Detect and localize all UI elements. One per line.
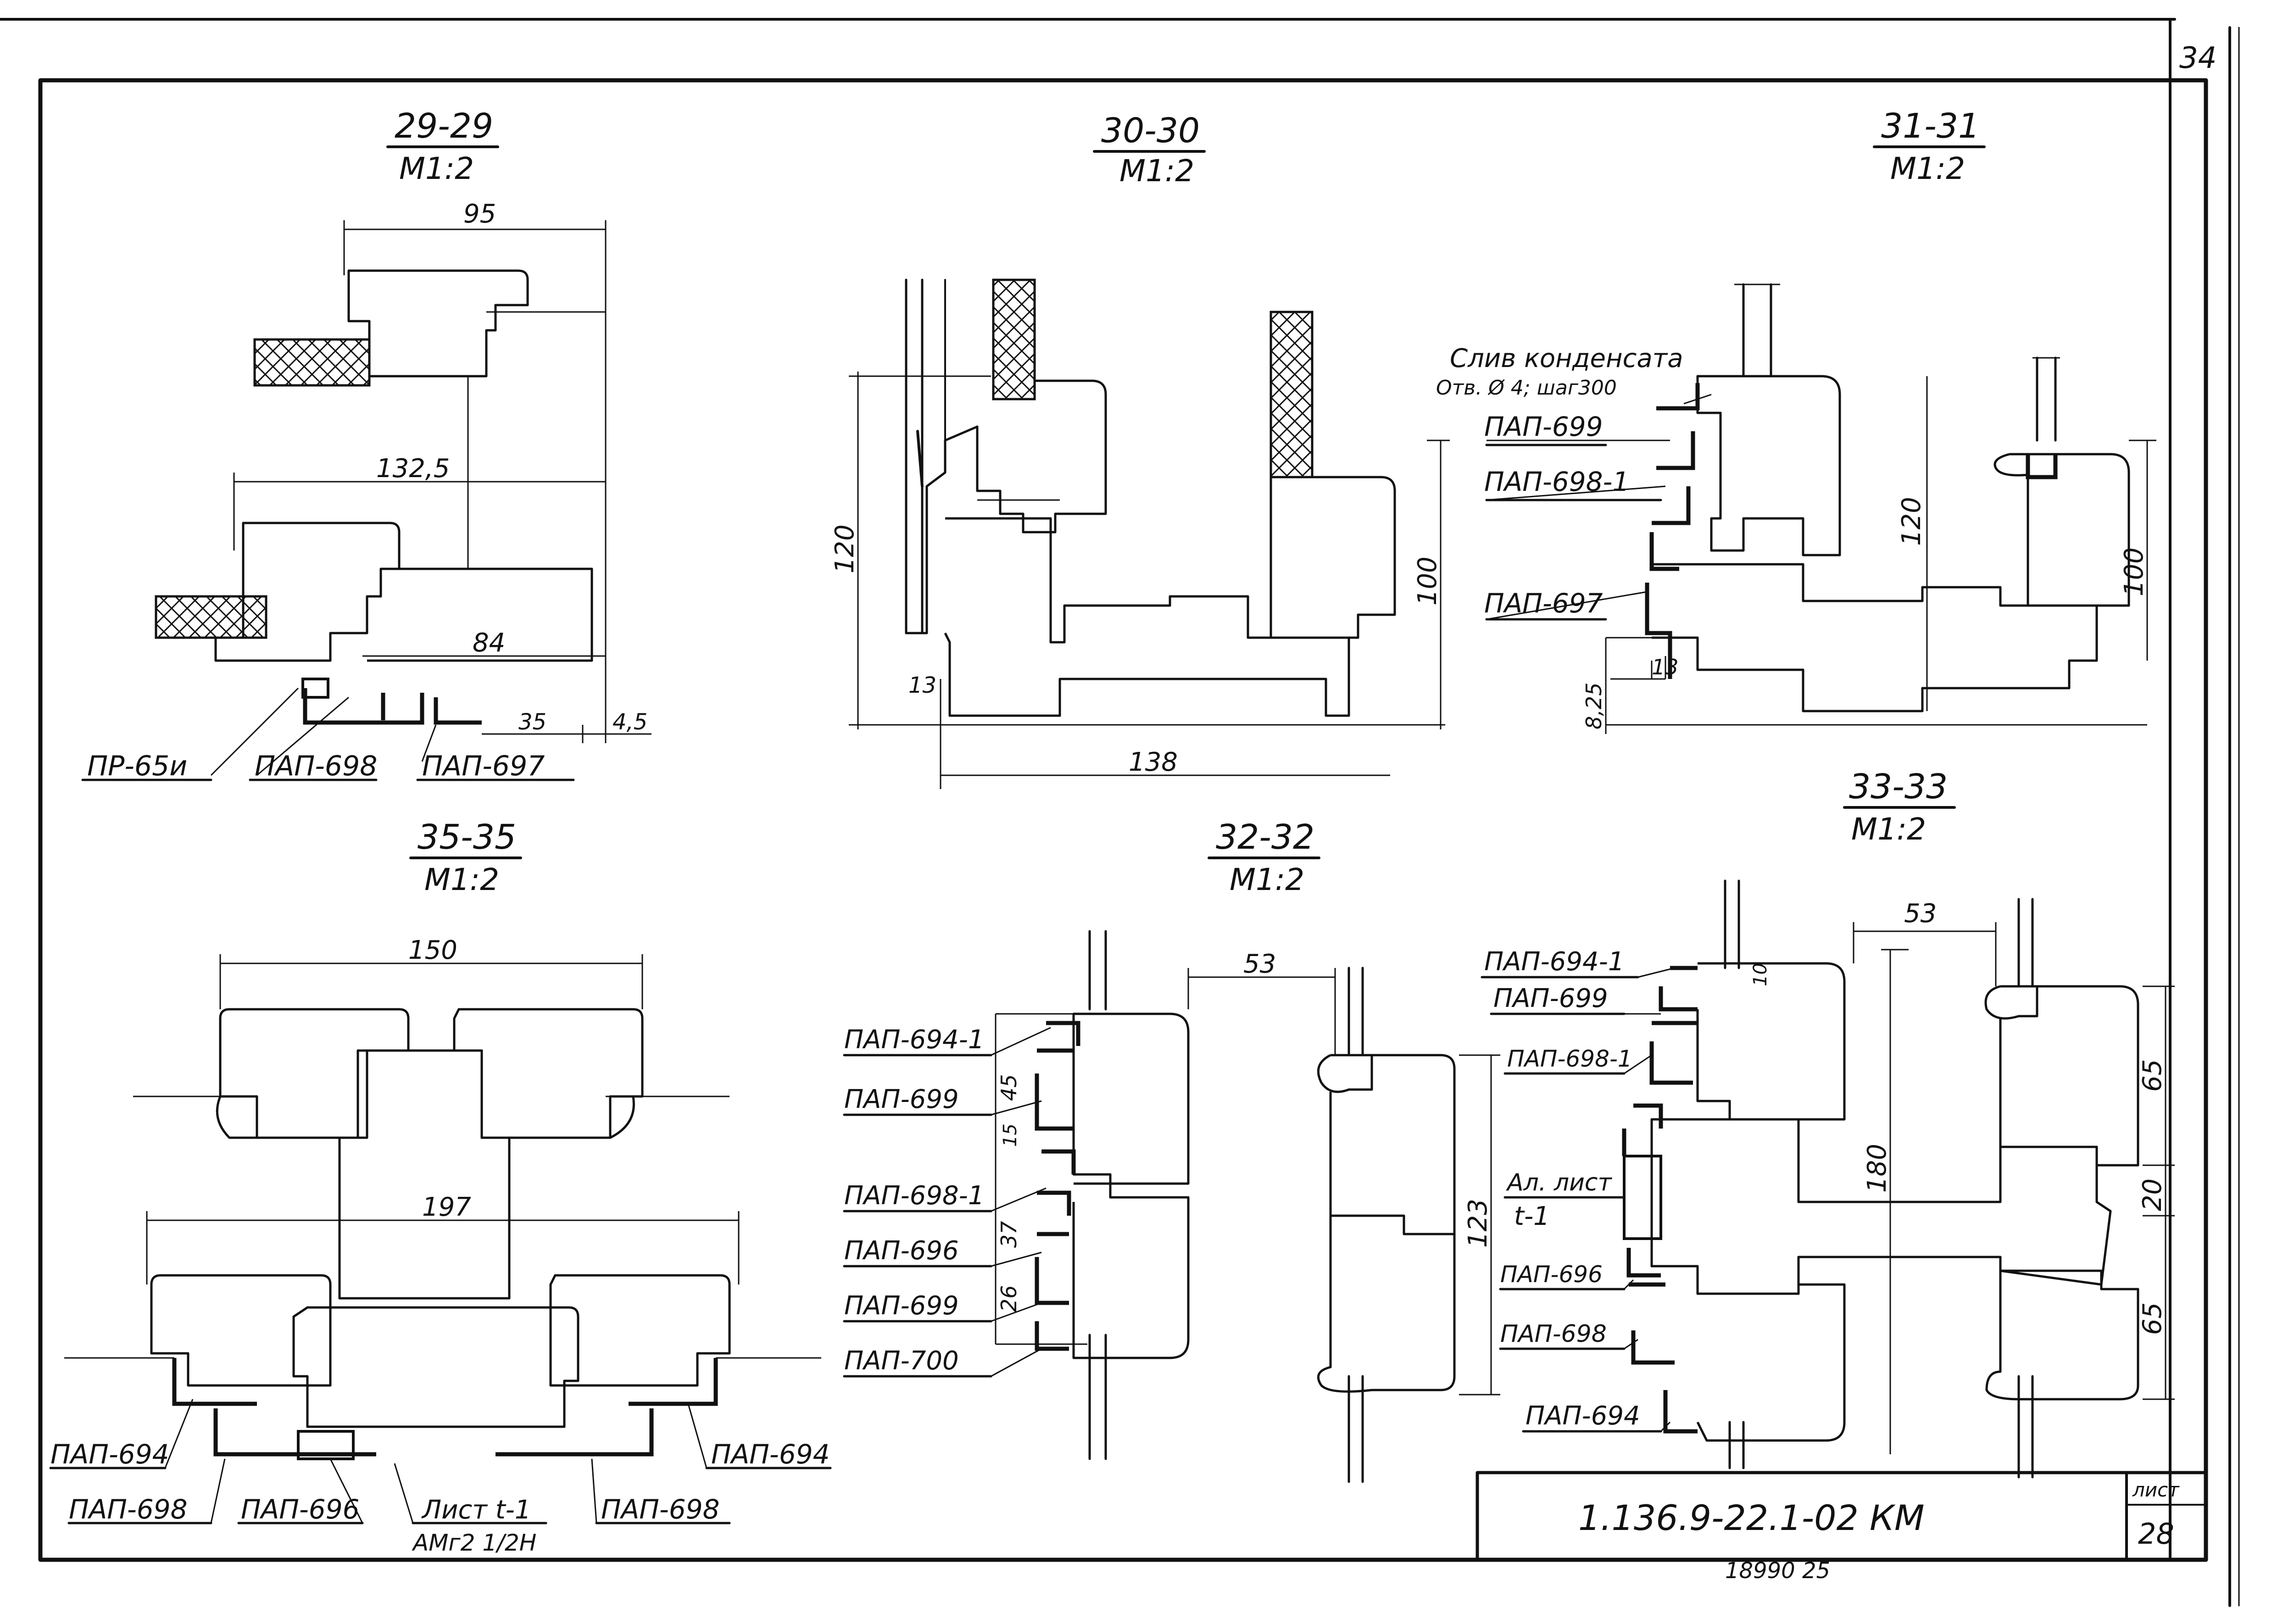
section-29-title: 29-29 [395,106,493,146]
label-pap-697: ПАП-697 [422,750,545,782]
drain-hole-label: Отв. Ø 4; шаг300 [1436,376,1617,400]
label-pap-698: ПАП-698 [255,750,377,782]
dim-26: 26 [997,1285,1021,1312]
section-33-title: 33-33 [1849,767,1948,806]
label-pap-699-s33: ПАП-699 [1493,984,1608,1013]
label-pr-65u: ПР-65и [87,750,187,782]
list-label: лист [2132,1479,2180,1501]
label-pap-694-1-s33: ПАП-694-1 [1484,947,1624,977]
dim-8-25: 8,25 [1581,683,1606,729]
dim-95: 95 [463,199,496,229]
label-pap-694-left: ПАП-694 [50,1439,169,1470]
label-pap-698-s33: ПАП-698 [1500,1320,1607,1348]
label-pap-696-s32: ПАП-696 [844,1236,959,1266]
dim-100-s31: 100 [2119,547,2149,596]
section-30-drawing [849,278,1450,789]
section-35-labels: 150 197 ПАП-694 ПАП-694 ПАП-698 ПАП-696 … [50,935,830,1556]
label-pap-694-s33: ПАП-694 [1526,1401,1640,1431]
dim-120-s31: 120 [1897,497,1927,546]
dim-100-s30: 100 [1413,556,1442,606]
dim-37: 37 [997,1221,1021,1248]
drain-label: Слив конденсата [1450,344,1683,373]
section-33-labels: 53 10 180 65 20 65 ПАП-694-1 ПАП-699 ПАП… [1484,899,2167,1431]
dim-4-5: 4,5 [612,709,647,735]
label-pap-694-right: ПАП-694 [711,1439,830,1470]
label-pap-700: ПАП-700 [844,1346,959,1376]
section-33-drawing [1481,879,2175,1479]
section-35-scale: M1:2 [424,862,499,897]
sheet-number-top: 34 [2179,41,2216,75]
dim-180: 180 [1862,1144,1892,1193]
label-sheet-t1: Лист t-1 [421,1495,531,1525]
label-pap-699-s31: ПАП-699 [1484,411,1603,442]
drawing-code: 1.136.9-22.1-02 КМ [1578,1497,1925,1538]
label-pap-698-1-s31: ПАП-698-1 [1484,466,1629,497]
dim-45: 45 [997,1074,1021,1101]
dim-150: 150 [408,935,457,965]
section-30-scale: M1:2 [1119,153,1194,189]
dim-123: 123 [1463,1199,1493,1248]
section-31-drawing [1485,283,2156,734]
dim-84: 84 [473,628,505,658]
dim-138: 138 [1129,747,1178,777]
label-pap-696-s33: ПАП-696 [1500,1261,1603,1288]
label-amg: АМг2 1/2Н [412,1529,536,1556]
label-pap-697-s31: ПАП-697 [1484,588,1603,619]
dim-53-s33: 53 [1904,899,1937,929]
dim-20: 20 [2138,1179,2167,1211]
section-35-title: 35-35 [418,818,516,857]
section-30-title: 30-30 [1101,111,1200,150]
dim-65-bottom: 65 [2138,1302,2167,1335]
label-pap-694-1-s32: ПАП-694-1 [844,1025,984,1055]
label-pap-699-s32b: ПАП-699 [844,1291,959,1321]
section-35-drawing [49,954,832,1524]
label-pap-698-left: ПАП-698 [69,1494,188,1525]
dim-132-5: 132,5 [376,454,450,484]
section-29-drawing [81,220,651,781]
dim-197: 197 [422,1192,471,1222]
section-32-labels: 53 45 15 37 26 123 ПАП-694-1 ПАП-699 ПАП… [844,949,1493,1376]
bottom-note: 18990 25 [1725,1558,1830,1584]
section-32-title: 32-32 [1216,818,1314,857]
dim-15: 15 [1000,1123,1021,1147]
section-29-scale: M1:2 [399,151,474,186]
dim-120-s30: 120 [830,524,860,573]
label-pap-696-s35: ПАП-696 [241,1494,360,1525]
section-30-labels: 120 13 100 138 [830,524,1442,777]
label-al-sheet: Ал. лист [1506,1169,1612,1196]
label-al-sheet-t1: t-1 [1514,1201,1550,1231]
dim-13-s31: 13 [1652,655,1679,679]
section-31-scale: M1:2 [1890,151,1965,186]
section-32-scale: M1:2 [1230,862,1304,897]
title-block [1476,1471,2208,1562]
label-pap-698-right: ПАП-698 [601,1494,720,1525]
label-pap-698-1-s33: ПАП-698-1 [1507,1046,1632,1072]
list-number: 28 [2138,1517,2174,1551]
dim-13-s30: 13 [908,673,936,698]
label-pap-699-s32a: ПАП-699 [844,1085,959,1114]
section-32-drawing [843,930,1500,1483]
dim-35: 35 [518,709,546,735]
label-pap-698-1-s32: ПАП-698-1 [844,1181,984,1211]
dim-53-s32: 53 [1243,949,1276,979]
section-titles: 29-29 M1:2 30-30 M1:2 31-31 M1:2 33-33 M… [386,106,1986,897]
section-31-title: 31-31 [1881,106,1980,146]
section-29-labels: 95 132,5 84 35 4,5 ПР-65и ПАП-698 ПАП-69… [87,199,647,782]
sheet-frame [0,18,2240,1607]
dim-10: 10 [1750,963,1771,986]
section-33-scale: M1:2 [1851,812,1926,847]
dim-65-top: 65 [2138,1059,2167,1092]
section-31-labels: Слив конденсата Отв. Ø 4; шаг300 ПАП-699… [1436,344,2149,729]
